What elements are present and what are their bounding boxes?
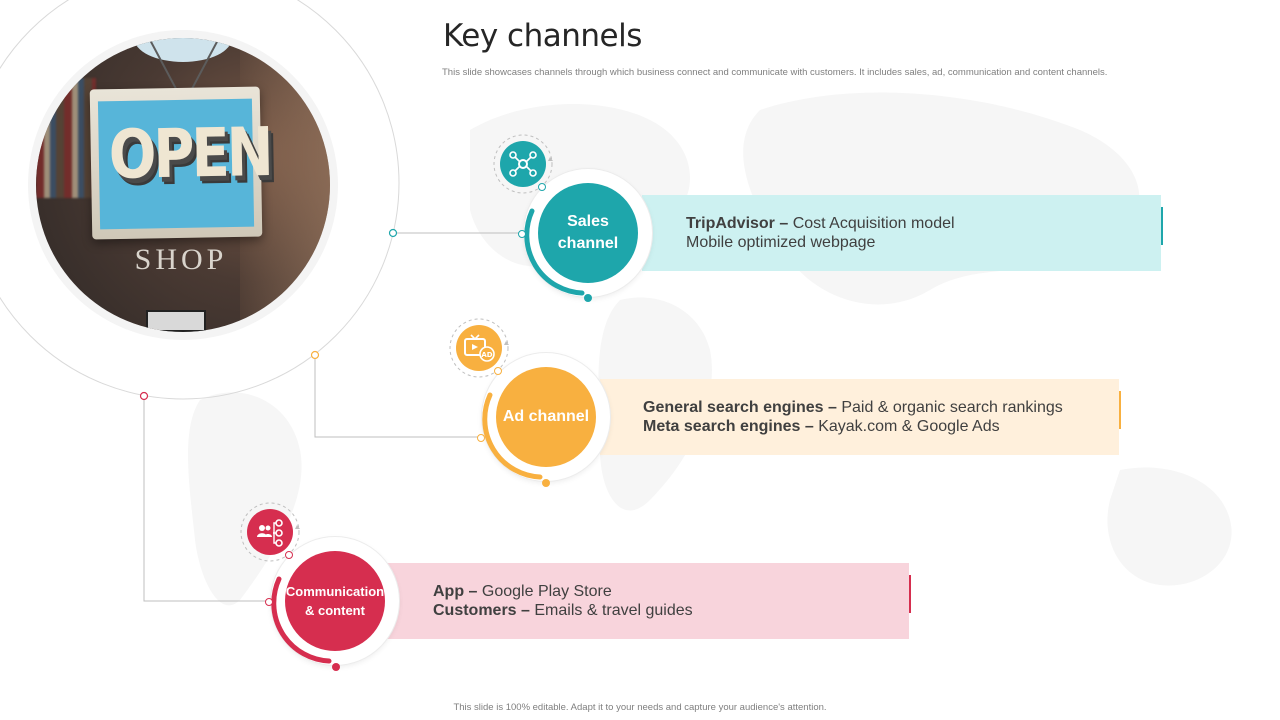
slide-title: Key channels (443, 18, 642, 54)
ad-icon-badge: AD (448, 317, 510, 379)
svg-text:AD: AD (481, 351, 492, 359)
open-shop-photo: OPEN SHOP (36, 38, 330, 332)
detail-line: Meta search engines – Kayak.com & Google… (643, 418, 1000, 435)
sign-bottom-tab (146, 310, 206, 332)
bar-end-accent (1119, 391, 1121, 429)
communication-channel-label: Communication& content (285, 551, 385, 651)
network-nodes-icon (500, 141, 546, 187)
open-sign-text: OPEN (108, 113, 272, 195)
node-dot (584, 294, 592, 302)
node-dot (518, 230, 526, 238)
node-dot (332, 663, 340, 671)
detail-line: Customers – Emails & travel guides (433, 602, 693, 619)
shelf-decor (36, 78, 96, 198)
open-sign: OPEN (89, 86, 272, 240)
sales-icon-badge (492, 133, 554, 195)
detail-line: TripAdvisor – Cost Acquisition model (686, 215, 955, 232)
node-dot (542, 479, 550, 487)
detail-line: App – Google Play Store (433, 583, 612, 600)
communication-channel-node: Communication& content (271, 537, 399, 665)
users-network-icon (247, 509, 293, 555)
detail-line: Mobile optimized webpage (686, 234, 876, 251)
node-dot (265, 598, 273, 606)
communication-icon-badge (239, 501, 301, 563)
bar-end-accent (1161, 207, 1163, 245)
shop-sign-text: SHOP (134, 243, 228, 276)
slide-footer: This slide is 100% editable. Adapt it to… (453, 702, 827, 713)
ad-channel-label: Ad channel (496, 367, 596, 467)
slide-subtitle: This slide showcases channels through wh… (442, 67, 1108, 78)
tv-ad-icon: AD (456, 325, 502, 371)
bar-end-accent (909, 575, 911, 613)
detail-line: General search engines – Paid & organic … (643, 399, 1063, 416)
node-dot (477, 434, 485, 442)
ad-channel-node: Ad channel (482, 353, 610, 481)
sales-channel-details: TripAdvisor – Cost Acquisition model Mob… (642, 195, 1163, 271)
communication-channel-details: App – Google Play Store Customers – Emai… (385, 563, 911, 639)
ad-channel-details: General search engines – Paid & organic … (600, 379, 1121, 455)
